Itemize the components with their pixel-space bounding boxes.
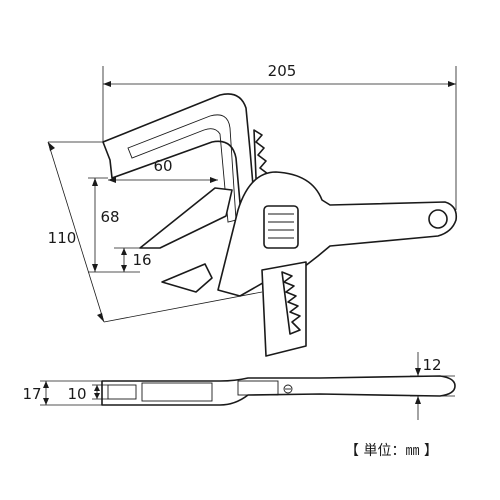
- sliding-rack-teeth: [281, 271, 301, 335]
- side-slot-mid: [141, 382, 213, 402]
- dim-head-height: 110: [48, 229, 77, 247]
- dim-jaw-depth: 60: [153, 157, 172, 175]
- dim-slot-thickness: 10: [67, 385, 86, 403]
- hanging-hole: [428, 209, 448, 229]
- side-pin: [283, 384, 293, 394]
- dim-head-thickness: 17: [22, 385, 41, 403]
- unit-note: 【 単位：㎜ 】: [345, 443, 438, 459]
- jaw-slot: [161, 263, 213, 293]
- side-slot-right: [237, 380, 279, 396]
- dim-min-opening: 16: [132, 251, 151, 269]
- lower-jaw: [139, 187, 233, 249]
- adjustment-knob: [263, 205, 299, 249]
- dim-overall-length: 205: [268, 62, 297, 80]
- dim-max-opening: 68: [100, 208, 119, 226]
- side-slot-left: [107, 384, 137, 400]
- dim-handle-thickness: 12: [422, 356, 441, 374]
- fixed-jaw-inner-slot: [127, 114, 237, 223]
- wrench-head-handle: [217, 171, 458, 297]
